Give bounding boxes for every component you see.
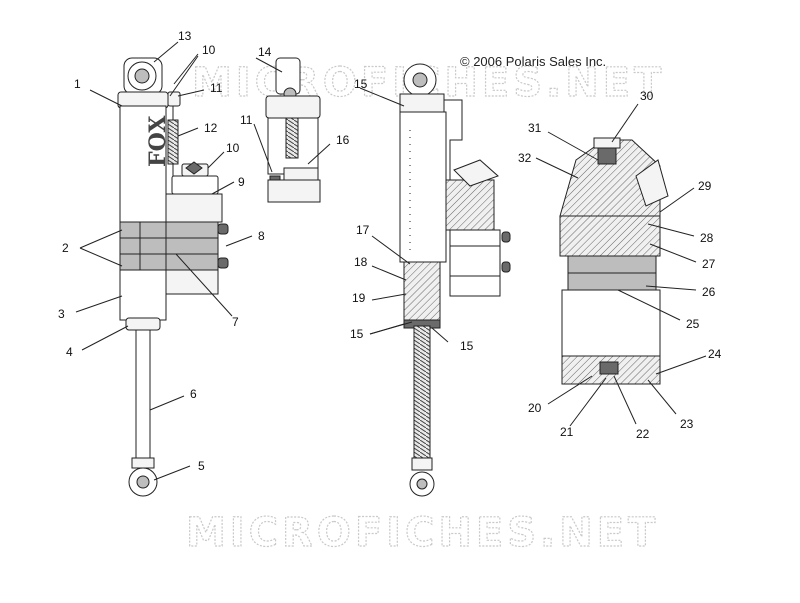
reservoir-cutaway: [559, 137, 669, 385]
callout-15c: 15: [460, 339, 474, 353]
callout-2: 2: [62, 241, 69, 255]
watermark-bottom: MICROFICHES.NET: [186, 510, 659, 556]
callout-17: 17: [356, 223, 370, 237]
callout-1: 1: [74, 77, 81, 91]
callout-15a: 15: [354, 77, 368, 91]
callout-7: 7: [232, 315, 239, 329]
callout-28: 28: [700, 231, 714, 245]
callout-numbers: 1 2 3 4 5 6 7 8 9 10 10 11 11 12 13 14 1…: [58, 29, 722, 473]
callout-25: 25: [686, 317, 700, 331]
callout-14: 14: [258, 45, 272, 59]
callout-16: 16: [336, 133, 350, 147]
callout-22: 22: [636, 427, 650, 441]
callout-31: 31: [528, 121, 542, 135]
callout-21: 21: [560, 425, 574, 439]
callout-9: 9: [238, 175, 245, 189]
callout-11a: 11: [210, 81, 223, 95]
callout-4: 4: [66, 345, 73, 359]
shock-assembly-left: FOX: [117, 57, 229, 497]
callout-15b: 15: [350, 327, 364, 341]
callout-32: 32: [518, 151, 532, 165]
callout-6: 6: [190, 387, 197, 401]
callout-10b: 10: [226, 141, 240, 155]
callout-8: 8: [258, 229, 265, 243]
callout-27: 27: [702, 257, 716, 271]
shock-assembly-cutaway: [399, 63, 511, 497]
callout-26: 26: [702, 285, 716, 299]
callout-18: 18: [354, 255, 368, 269]
callout-3: 3: [58, 307, 65, 321]
callout-29: 29: [698, 179, 712, 193]
callout-24: 24: [708, 347, 722, 361]
callout-10a: 10: [202, 43, 216, 57]
leader-lines: [75, 41, 707, 481]
fox-logo: FOX: [145, 115, 171, 167]
callout-5: 5: [198, 459, 205, 473]
callout-12: 12: [204, 121, 218, 135]
callout-19: 19: [352, 291, 366, 305]
callout-11b: 11: [240, 113, 253, 127]
callout-13: 13: [178, 29, 192, 43]
shock-assembly-detail: [265, 57, 321, 203]
callout-23: 23: [680, 417, 694, 431]
callout-30: 30: [640, 89, 654, 103]
copyright-notice: © 2006 Polaris Sales Inc.: [460, 54, 606, 69]
callout-20: 20: [528, 401, 542, 415]
